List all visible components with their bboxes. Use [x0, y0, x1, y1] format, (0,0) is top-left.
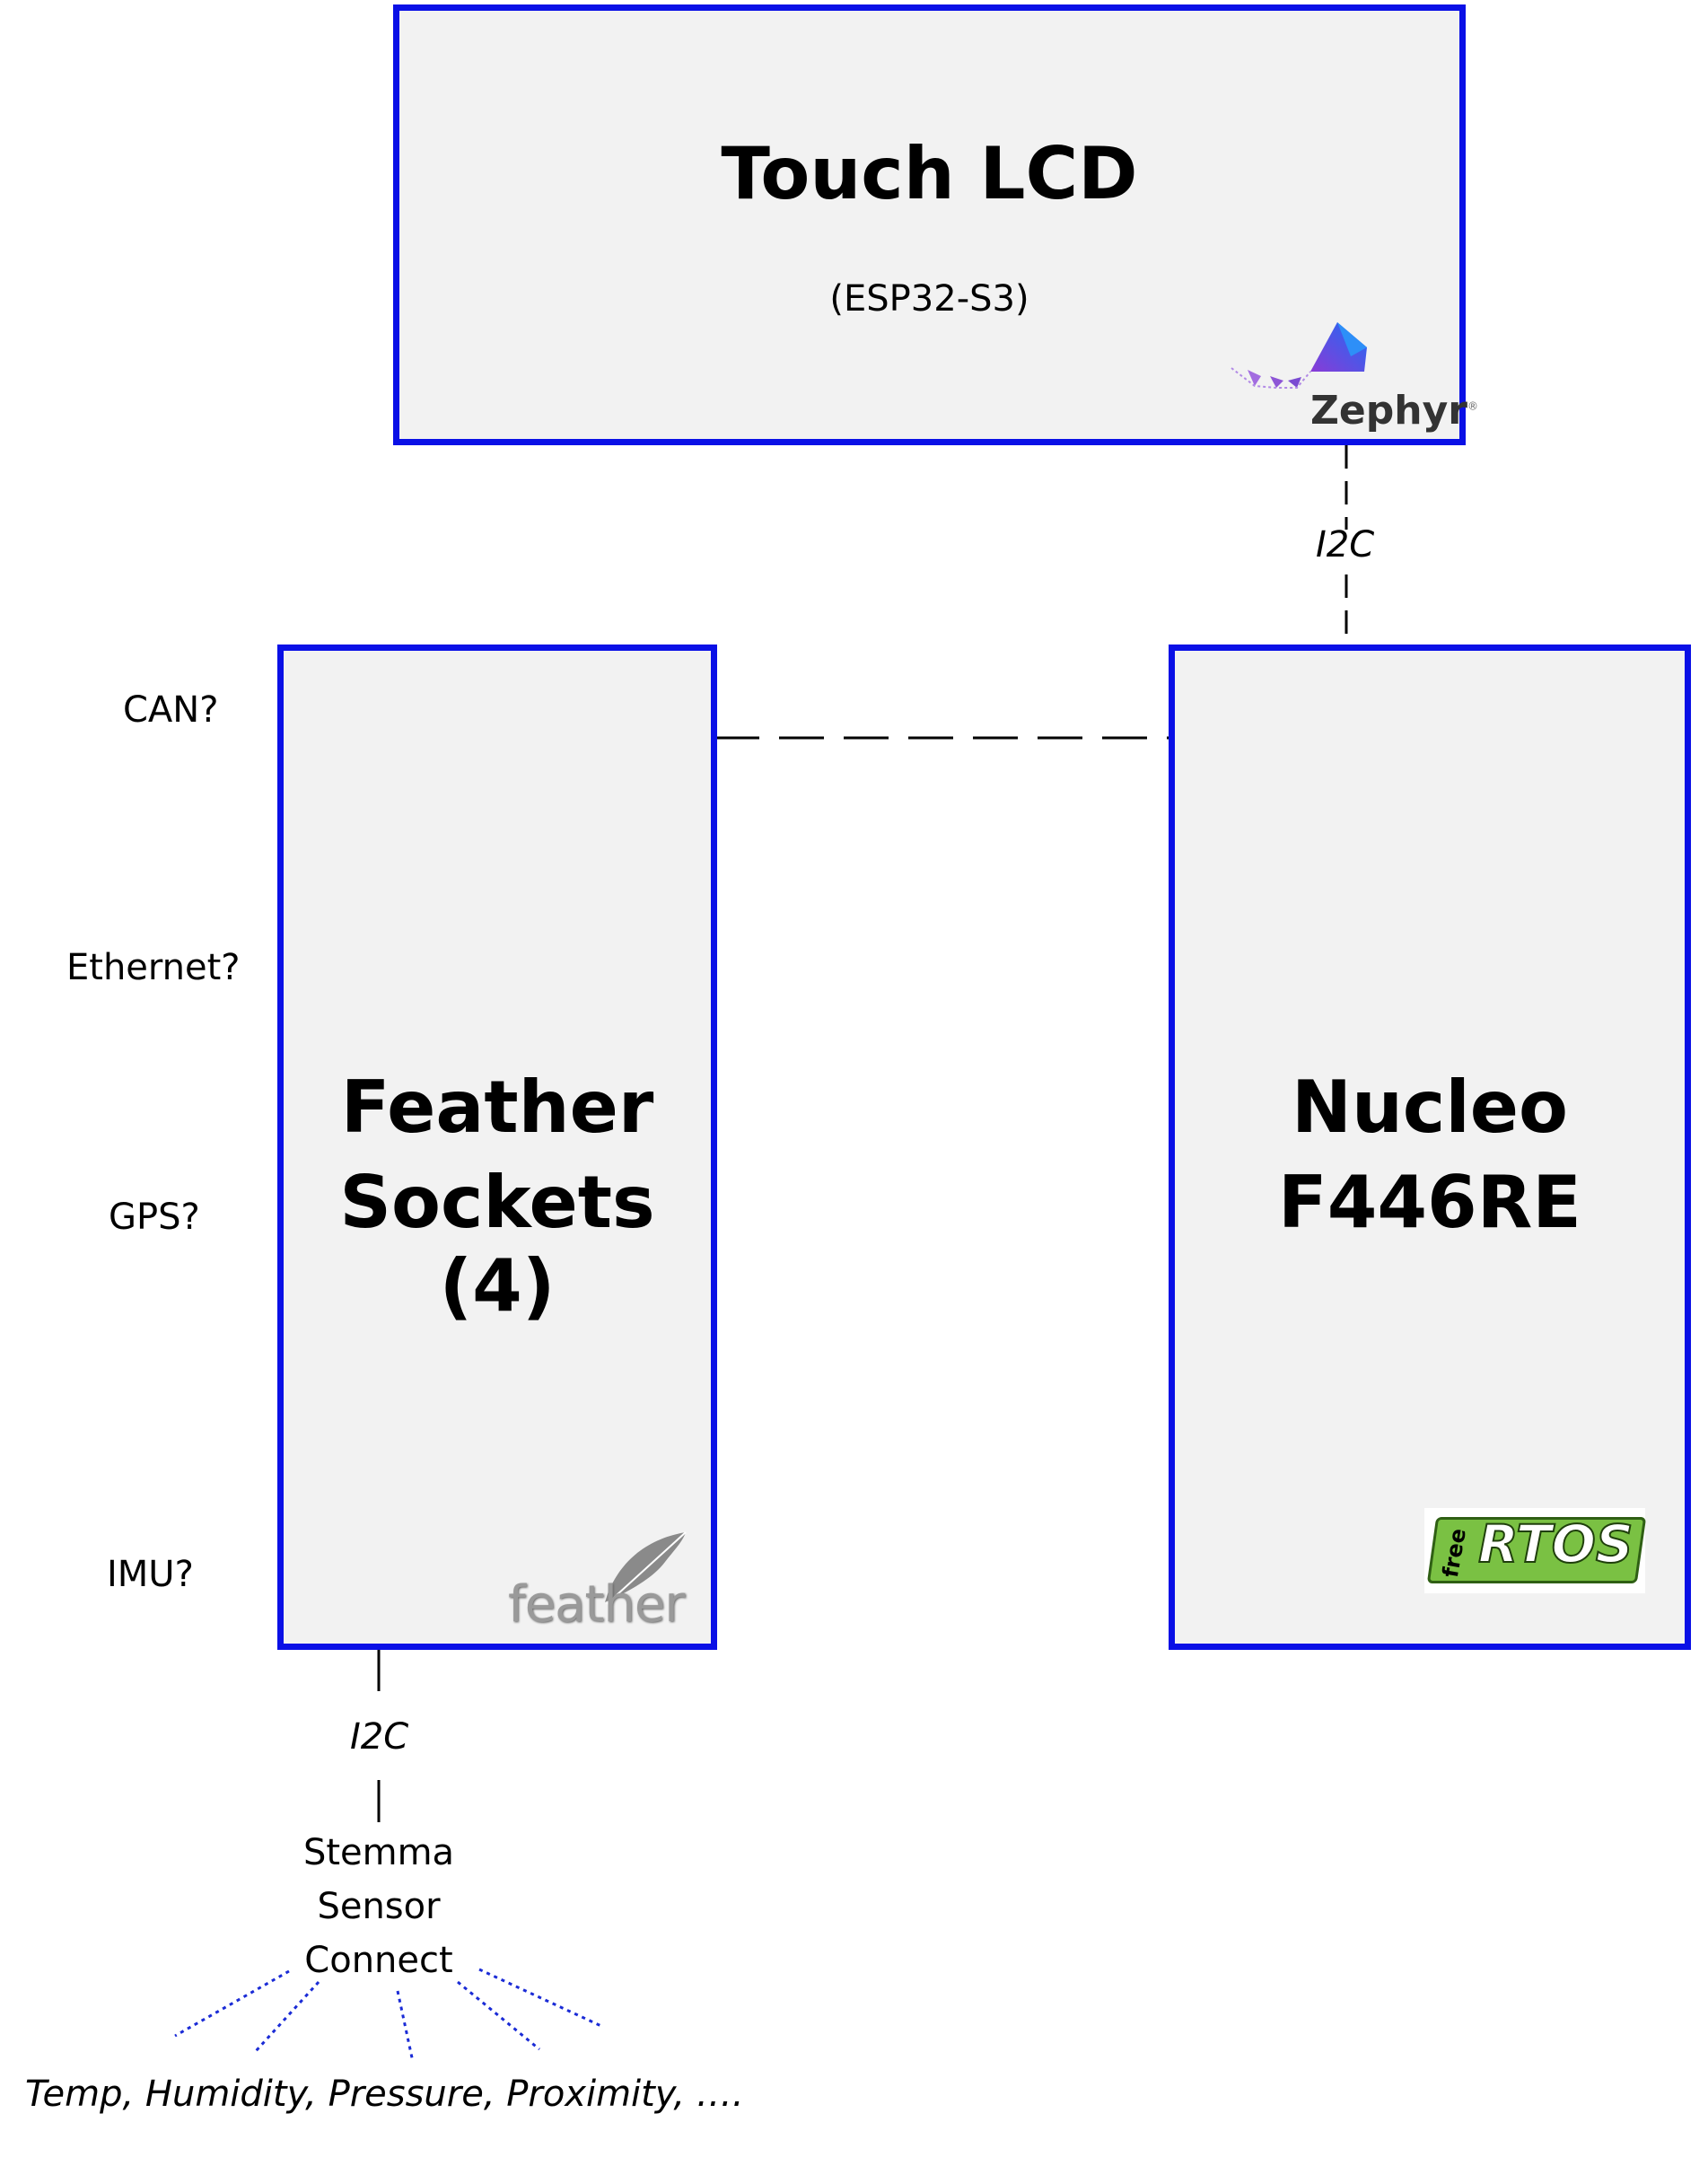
nucleo-title-line2: F446RE [1278, 1161, 1581, 1244]
ethernet-label: Ethernet? [66, 947, 241, 988]
touch-lcd-title: Touch LCD [721, 132, 1138, 215]
stemma-line2: Sensor [317, 1886, 441, 1927]
feather-stemma-i2c-label: I2C [350, 1716, 409, 1758]
freertos-rtos-text: RTOS [1477, 1513, 1634, 1575]
zephyr-kite-icon [1231, 322, 1367, 389]
feather-logo: feather [508, 1530, 688, 1634]
nucleo-box: Nucleo F446RE free RTOS [1169, 645, 1691, 1650]
touch-lcd-subtitle: (ESP32-S3) [829, 278, 1029, 320]
sensor-fan-line-1 [174, 1969, 290, 2038]
imu-label: IMU? [107, 1554, 194, 1595]
touch-lcd-box: Touch LCD (ESP32-S3) Zephyr® [393, 4, 1478, 445]
sensor-fan-line-4 [457, 1980, 540, 2051]
feather-title-line2: Sockets (4) [339, 1161, 655, 1328]
feather-sockets-box: Feather Sockets (4) feather [277, 645, 717, 1650]
sensor-types-text: Temp, Humidity, Pressure, Proximity, …. [25, 2074, 744, 2115]
zephyr-logo-text: Zephyr® [1310, 388, 1478, 434]
feather-logo-text: feather [508, 1575, 685, 1634]
feather-title-line1: Feather [340, 1065, 654, 1149]
lcd-nucleo-i2c-label: I2C [1316, 524, 1375, 566]
zephyr-registered-mark: ® [1467, 399, 1478, 413]
zephyr-logo: Zephyr® [1230, 316, 1478, 434]
sensor-fan-line-3 [396, 1990, 415, 2063]
stemma-line3: Connect [304, 1940, 453, 1981]
nucleo-title-line1: Nucleo [1292, 1065, 1568, 1149]
gps-label: GPS? [109, 1197, 200, 1238]
sensor-fan-line-5 [478, 1968, 604, 2029]
sensor-fan-line-2 [254, 1980, 320, 2053]
stemma-line1: Stemma [302, 1832, 455, 1873]
freertos-logo: free RTOS [1424, 1508, 1647, 1593]
zephyr-wordmark: Zephyr [1310, 388, 1467, 434]
can-label: CAN? [123, 689, 219, 731]
stemma-sensor-connect: Stemma Sensor Connect [244, 1826, 513, 1987]
feather-quill-icon [605, 1531, 687, 1605]
